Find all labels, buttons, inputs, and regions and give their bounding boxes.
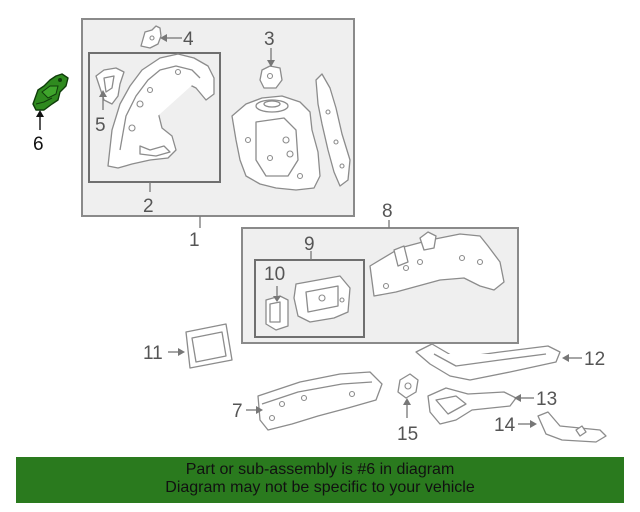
part-14[interactable] — [537, 411, 607, 443]
callout-2: 2 — [143, 196, 154, 217]
part-11[interactable] — [185, 323, 233, 369]
banner-line-1: Part or sub-assembly is #6 in diagram — [185, 461, 455, 478]
callout-11: 11 — [143, 343, 163, 364]
callout-3: 3 — [264, 29, 275, 50]
callout-15: 15 — [397, 424, 418, 445]
part-7[interactable] — [257, 371, 383, 431]
callout-14: 14 — [494, 415, 516, 436]
callout-12: 12 — [584, 349, 605, 370]
callout-7: 7 — [232, 401, 243, 422]
part-apron-reinforcement[interactable] — [315, 73, 351, 187]
callout-1: 1 — [189, 230, 200, 251]
part-3[interactable] — [259, 65, 283, 89]
part-9-bracket[interactable] — [293, 275, 351, 323]
callout-4: 4 — [183, 29, 194, 50]
part-shock-tower[interactable] — [231, 95, 321, 191]
part-4[interactable] — [140, 25, 162, 49]
part-8-side-member[interactable] — [369, 231, 505, 297]
banner-line-2: Diagram may not be specific to your vehi… — [165, 479, 475, 496]
info-banner: Part or sub-assembly is #6 in diagram Di… — [16, 457, 624, 503]
part-15[interactable] — [397, 373, 419, 399]
part-13[interactable] — [427, 387, 517, 425]
callout-9: 9 — [304, 234, 315, 255]
part-12[interactable] — [415, 343, 561, 381]
callout-10: 10 — [264, 264, 285, 285]
arrowhead-6 — [36, 110, 44, 117]
callout-13: 13 — [536, 389, 557, 410]
callout-5: 5 — [95, 115, 106, 136]
part-2[interactable] — [107, 53, 215, 169]
part-6-highlighted[interactable] — [32, 73, 69, 111]
callout-8: 8 — [382, 201, 393, 222]
part-10[interactable] — [265, 295, 289, 331]
callout-6: 6 — [33, 134, 44, 155]
